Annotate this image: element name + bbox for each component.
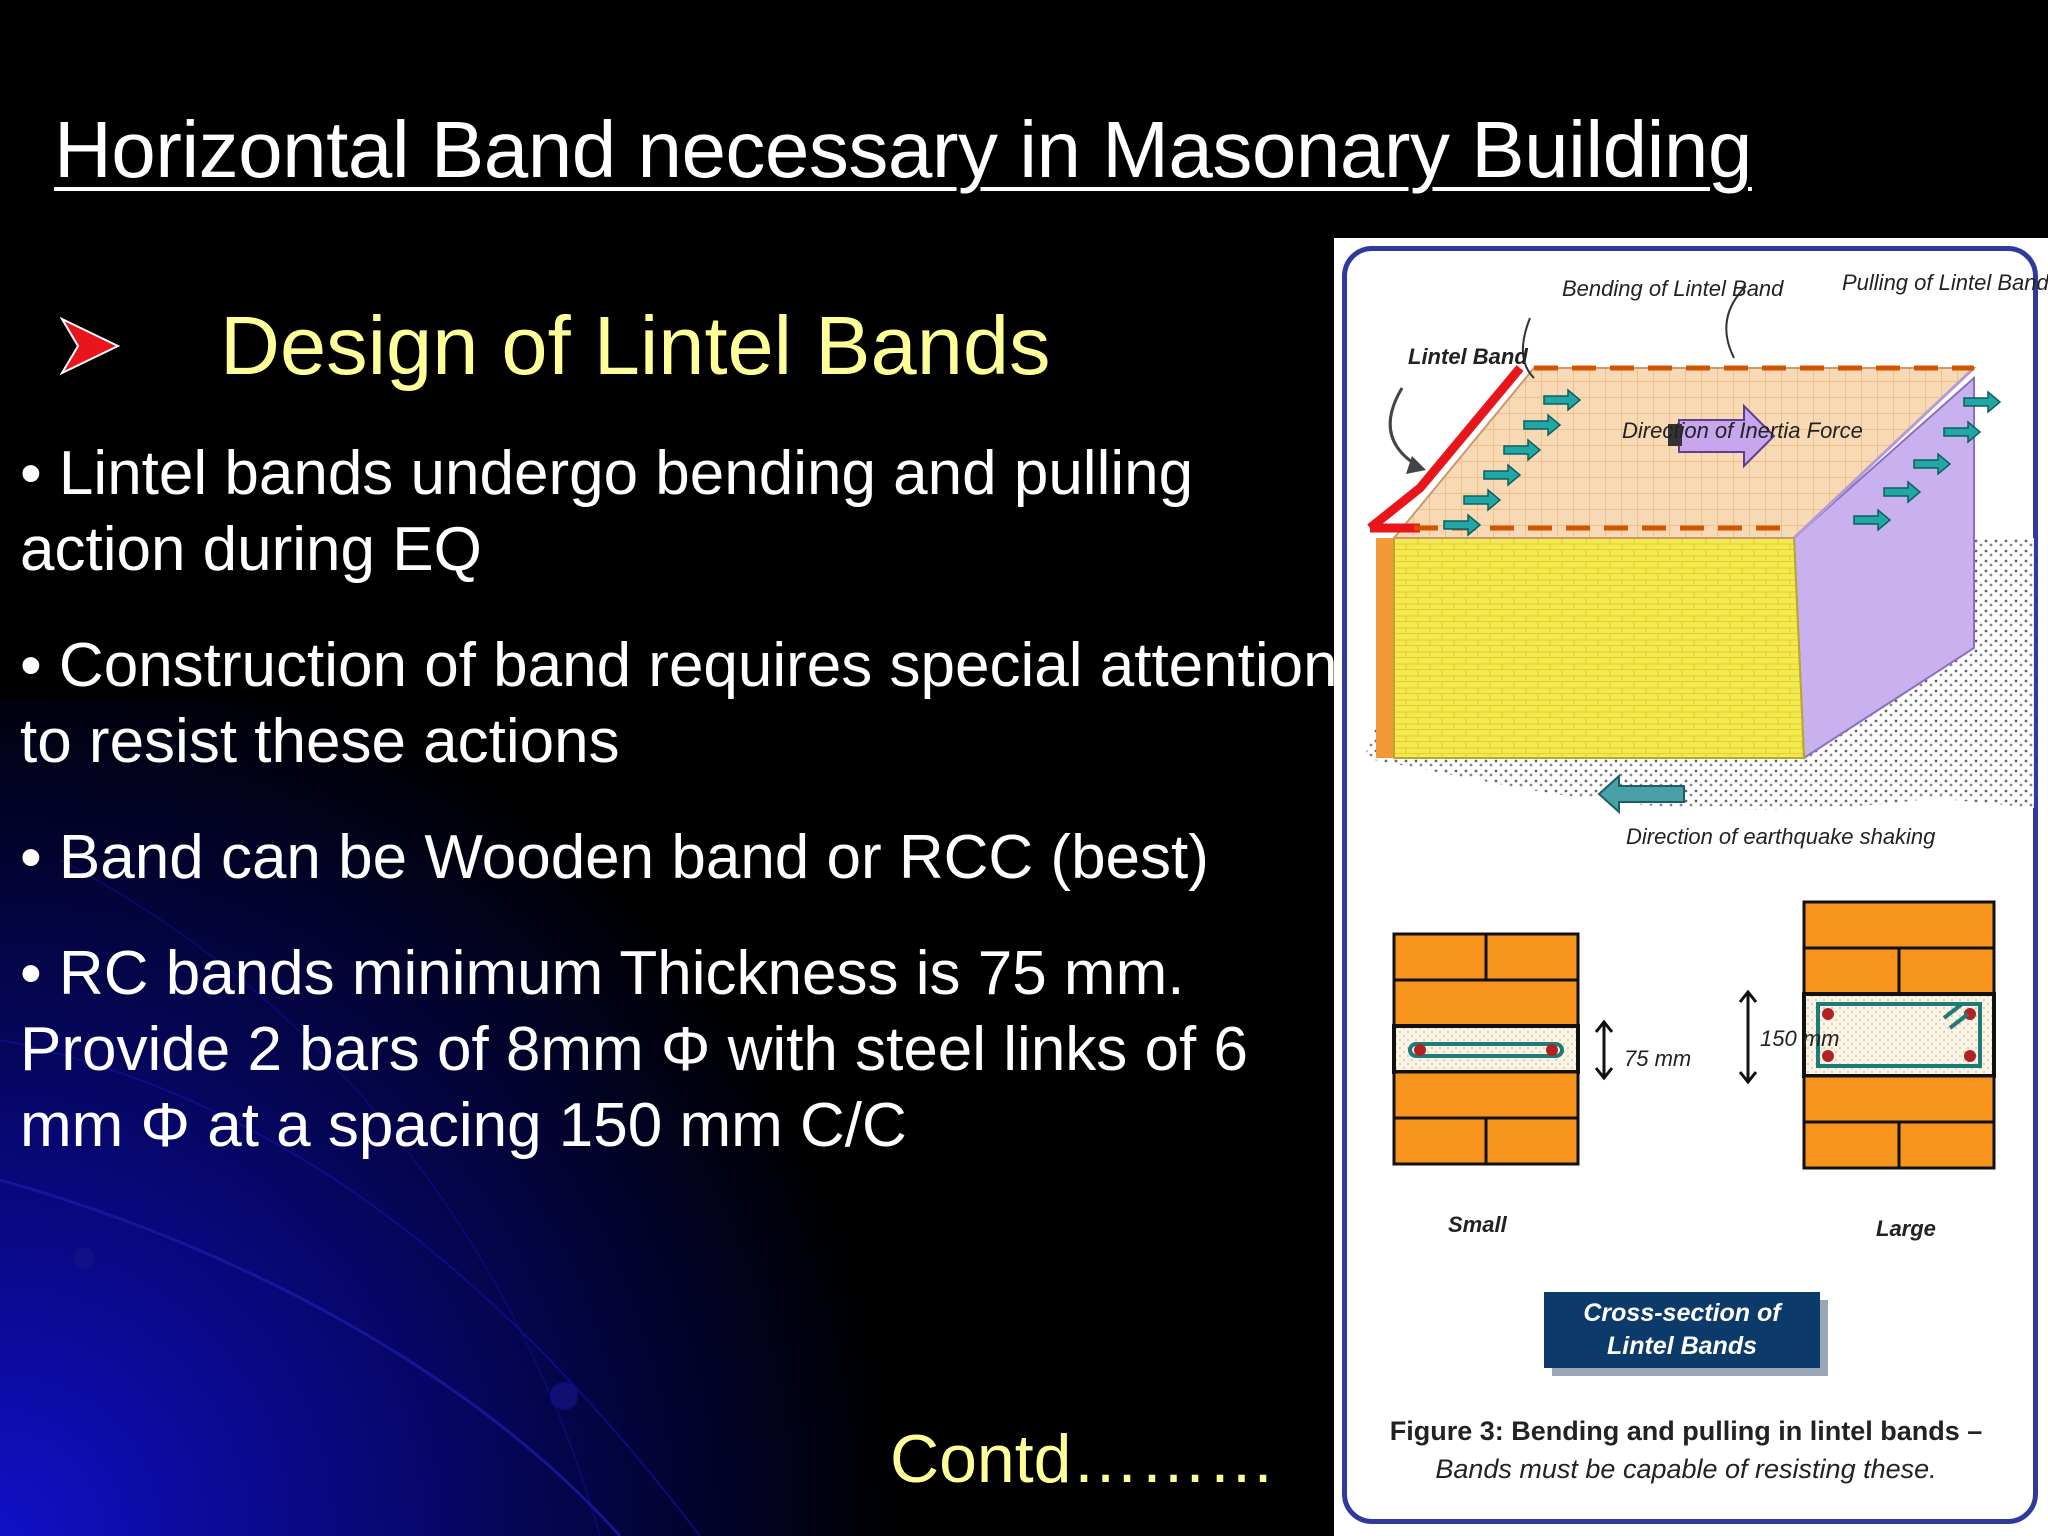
large-label: Large <box>1876 1216 1936 1241</box>
figure-caption-subtitle: Bands must be capable of resisting these… <box>1435 1454 1937 1484</box>
figure-caption: Figure 3: Bending and pulling in lintel … <box>1356 1412 2016 1488</box>
inertia-label: Direction of Inertia Force <box>1622 418 1863 443</box>
bullet-item: • Construction of band requires special … <box>20 631 1338 776</box>
pulling-label: Pulling of Lintel Band <box>1842 270 2048 295</box>
subheading-row: Design of Lintel Bands <box>60 296 1051 396</box>
cross-section-line-2: Lintel Bands <box>1606 1332 1757 1360</box>
lintel-band-label: Lintel Band <box>1408 344 1528 369</box>
bullet-item: • RC bands minimum Thickness is 75 mm. P… <box>20 939 1248 1160</box>
cross-section-line-1: Cross-section of <box>1583 1299 1781 1327</box>
bullet-item: • Lintel bands undergo bending and pulli… <box>20 439 1194 584</box>
arrow-bullet-icon <box>60 317 120 375</box>
large-cross-section <box>1738 900 1996 1170</box>
dim-150-label: 150 mm <box>1760 1026 1840 1051</box>
small-label: Small <box>1448 1212 1507 1237</box>
lintel-band-diagram <box>1364 285 2034 1170</box>
small-cross-section <box>1392 932 1614 1166</box>
bending-label: Bending of Lintel Band <box>1562 276 1784 301</box>
cross-section-title-box: Cross-section of Lintel Bands <box>1544 1292 1820 1368</box>
subheading: Design of Lintel Bands <box>220 299 1051 392</box>
slide-title: Horizontal Band necessary in Masonary Bu… <box>54 105 1752 194</box>
bullet-item: • Band can be Wooden band or RCC (best) <box>20 823 1209 892</box>
contd-footer: Contd……… <box>890 1421 1276 1497</box>
shaking-label: Direction of earthquake shaking <box>1626 824 1936 849</box>
figure-caption-title: Figure 3: Bending and pulling in lintel … <box>1389 1416 1983 1446</box>
dim-75-label: 75 mm <box>1624 1046 1692 1071</box>
bullet-list: • Lintel bands undergo bending and pulli… <box>20 436 1340 1204</box>
